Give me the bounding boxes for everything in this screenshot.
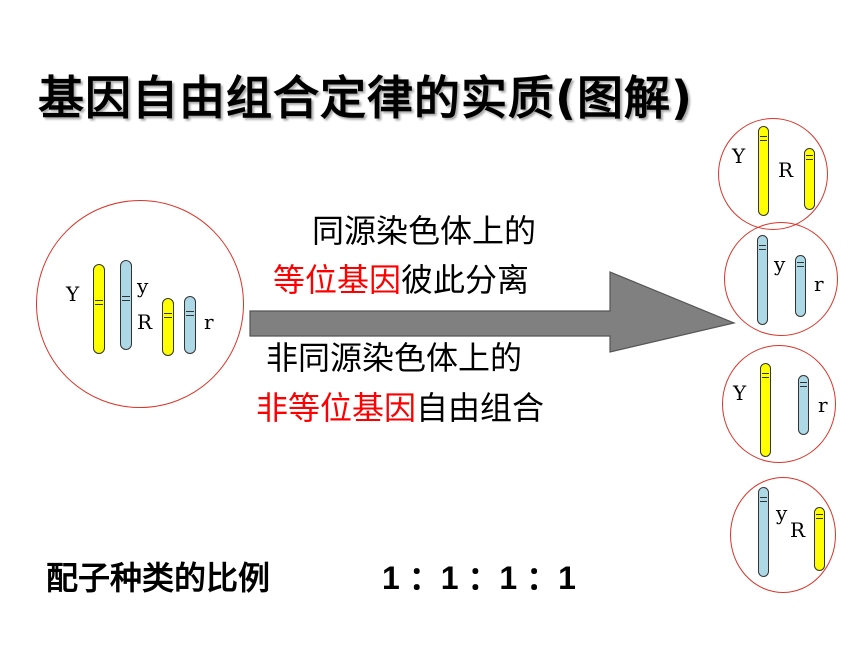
chromosome-r xyxy=(798,375,809,435)
text-free-combination: 非等位基因自由组合 xyxy=(256,392,544,424)
ratio-label: 配子种类的比例 xyxy=(46,559,271,597)
chromosome-y xyxy=(758,487,769,577)
division-arrow xyxy=(249,271,736,353)
label-y: y xyxy=(137,274,149,298)
text-allele-separation: 等位基因彼此分离 xyxy=(273,264,529,296)
text-allele-highlight: 等位基因 xyxy=(273,261,402,299)
ratio-value: 1 ：1 ：1 ：1 xyxy=(382,560,576,596)
parent-cell-membrane xyxy=(36,200,244,408)
text-combination: 自由组合 xyxy=(416,389,545,427)
gamete-membrane xyxy=(724,222,838,336)
chromosome-Y xyxy=(758,126,769,216)
gamete-membrane xyxy=(722,345,836,463)
page-title: 基因自由组合定律的实质(图解) xyxy=(38,71,694,125)
label-r: r xyxy=(818,393,828,417)
label-Y: Y xyxy=(66,282,80,306)
label-r: r xyxy=(204,310,214,334)
text-non-homologous: 非同源染色体上的 xyxy=(266,339,523,377)
chromosome-Y xyxy=(93,264,105,354)
chromosome-r xyxy=(795,255,806,317)
gamete-membrane xyxy=(730,477,836,593)
chromosome-y xyxy=(757,235,768,325)
chromosome-Y xyxy=(760,363,771,457)
text-nonallele-highlight: 非等位基因 xyxy=(256,389,417,427)
label-y: y xyxy=(774,252,786,276)
chromosome-R xyxy=(814,507,825,571)
chromosome-y xyxy=(120,260,132,350)
label-Y: Y xyxy=(732,144,746,168)
label-y: y xyxy=(776,501,788,525)
text-homologous: 同源染色体上的 xyxy=(312,212,537,250)
chromosome-R xyxy=(162,298,174,356)
label-R: R xyxy=(778,158,794,182)
label-R: R xyxy=(790,518,806,542)
label-Y: Y xyxy=(733,381,747,405)
text-separation: 彼此分离 xyxy=(401,261,530,299)
chromosome-R xyxy=(804,148,815,210)
label-R: R xyxy=(137,310,153,334)
chromosome-r xyxy=(184,296,196,354)
label-r: r xyxy=(814,272,824,296)
